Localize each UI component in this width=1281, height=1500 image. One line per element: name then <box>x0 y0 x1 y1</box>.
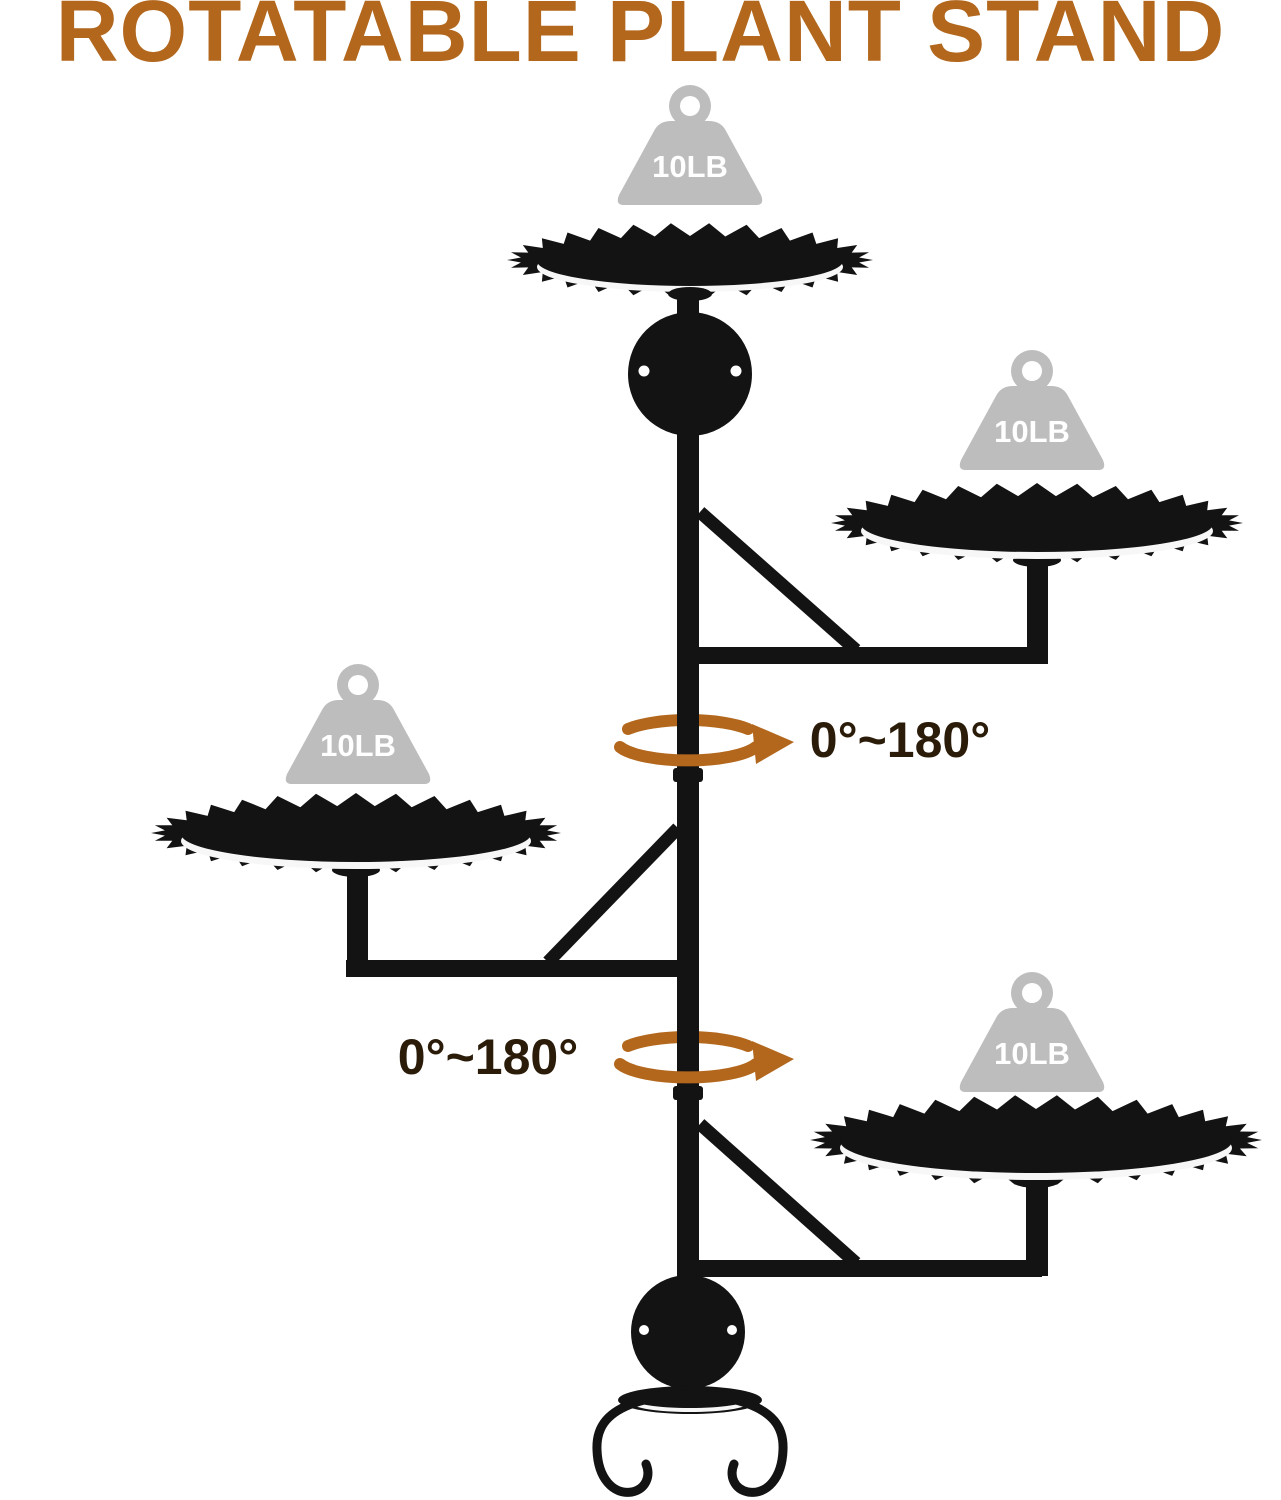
weight-upper-right: 10LB <box>959 350 1105 470</box>
screw-hole <box>638 365 650 377</box>
handle-hole <box>1022 361 1042 381</box>
weight-label: 10LB <box>652 149 728 184</box>
base-dish <box>618 1386 762 1414</box>
page-title: ROTATABLE PLANT STAND <box>55 0 1226 80</box>
pole-collar <box>673 768 703 782</box>
diagonal-brace <box>543 823 683 967</box>
rotation-arrowhead-upper <box>752 724 794 764</box>
rotation-arrow-lower <box>614 1058 762 1084</box>
tray-top <box>507 223 873 301</box>
rotation-label-upper: 0°~180° <box>810 712 990 768</box>
diagonal-brace <box>695 507 861 655</box>
center-pole <box>677 246 699 1406</box>
screw-hole <box>730 365 742 377</box>
rotation-arrow-upper <box>614 741 762 767</box>
weight-top: 10LB <box>617 85 763 205</box>
tray-left <box>151 793 561 873</box>
wall-mount-plate-top <box>628 312 752 436</box>
rotation-arrowhead-lower <box>752 1041 794 1081</box>
weight-label: 10LB <box>994 414 1070 449</box>
stand-structure <box>332 246 1061 1497</box>
handle-hole <box>1022 983 1042 1003</box>
screw-hole <box>639 1325 649 1335</box>
arm-upper-right <box>688 507 1061 664</box>
hanging-hook-left <box>592 1395 653 1497</box>
tray-lower-right <box>810 1095 1262 1185</box>
handle-hole <box>680 96 700 116</box>
tray-upper-right <box>831 483 1243 563</box>
weight-label: 10LB <box>320 728 396 763</box>
diagonal-brace <box>695 1119 861 1268</box>
handle-hole <box>348 675 368 695</box>
wall-mount-plate-bottom <box>631 1275 745 1389</box>
rotation-annotation-upper: 0°~180° <box>614 712 990 768</box>
rotation-label-lower: 0°~180° <box>398 1029 578 1085</box>
tray-stem <box>668 287 712 301</box>
weight-left: 10LB <box>285 664 431 784</box>
screw-hole <box>727 1325 737 1335</box>
weight-label: 10LB <box>994 1036 1070 1071</box>
pole-collar <box>673 1086 703 1100</box>
hanging-hook-right <box>727 1395 788 1497</box>
rotation-annotation-lower: 0°~180° <box>398 1029 794 1085</box>
weight-lower-right: 10LB <box>959 972 1105 1092</box>
